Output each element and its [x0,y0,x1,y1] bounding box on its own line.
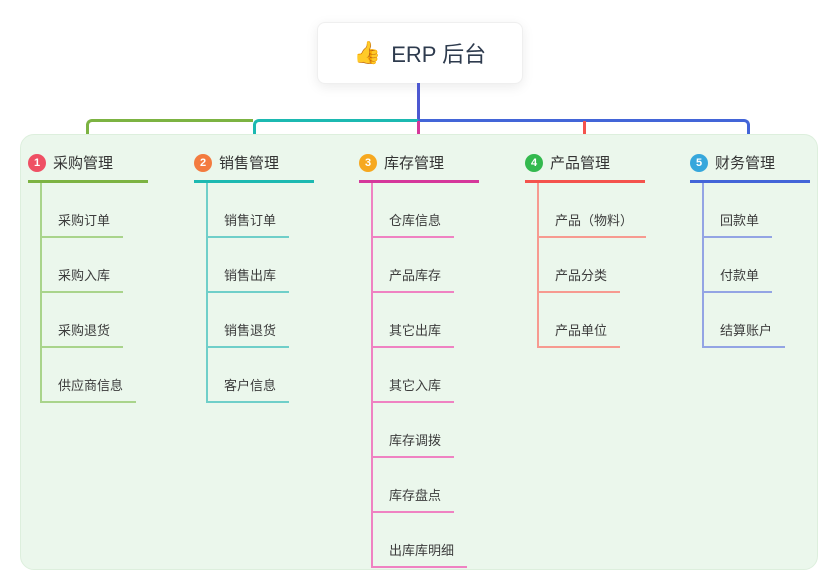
leaf-node[interactable]: 采购入库 [40,238,158,293]
priority-badge: 5 [690,153,708,172]
leaf-label: 库存调拨 [371,430,455,458]
leaf-node[interactable]: 回款单 [702,183,820,238]
branch-children: 采购订单 采购入库 采购退货 供应商信息 [40,183,158,403]
branch-children: 产品（物料） 产品分类 产品单位 [537,183,655,348]
priority-badge: 1 [28,153,46,172]
leaf-node[interactable]: 销售订单 [206,183,324,238]
leaf-label: 产品（物料） [537,210,647,238]
leaf-node[interactable]: 产品分类 [537,238,655,293]
priority-badge: 3 [359,153,377,172]
branch-title: 财务管理 [715,155,776,172]
leaf-node[interactable]: 采购订单 [40,183,158,238]
group-panel [20,134,818,570]
root-node[interactable]: 👍 ERP 后台 [317,22,523,84]
branch-children: 回款单 付款单 结算账户 [702,183,820,348]
leaf-label: 其它出库 [371,320,455,348]
leaf-node[interactable]: 产品库存 [371,238,489,293]
leaf-node[interactable]: 付款单 [702,238,820,293]
root-title: ERP 后台 [391,42,487,67]
leaf-node[interactable]: 库存盘点 [371,458,489,513]
leaf-node[interactable]: 供应商信息 [40,348,158,403]
priority-badge: 4 [525,153,543,172]
leaf-label: 产品分类 [537,265,621,293]
branch-header-purchase[interactable]: 1 采购管理 [28,152,148,183]
leaf-label: 供应商信息 [40,375,137,403]
branch-children: 仓库信息 产品库存 其它出库 其它入库 库存调拨 库存盘点 出库库明细 [371,183,489,568]
leaf-node[interactable]: 产品单位 [537,293,655,348]
leaf-label: 客户信息 [206,375,290,403]
branch-purchase: 1 采购管理 采购订单 采购入库 采购退货 供应商信息 [28,152,158,403]
leaf-label: 回款单 [702,210,773,238]
leaf-node[interactable]: 销售退货 [206,293,324,348]
connector-root-drop [417,83,420,120]
leaf-label: 出库库明细 [371,540,468,568]
leaf-label: 产品单位 [537,320,621,348]
thumbs-up-icon: 👍 [353,40,382,65]
leaf-node[interactable]: 销售出库 [206,238,324,293]
branch-title: 销售管理 [219,155,280,172]
branch-finance: 5 财务管理 回款单 付款单 结算账户 [690,152,820,348]
branch-header-product[interactable]: 4 产品管理 [525,152,645,183]
leaf-node[interactable]: 库存调拨 [371,403,489,458]
branch-title: 采购管理 [53,155,114,172]
leaf-label: 销售退货 [206,320,290,348]
leaf-label: 销售出库 [206,265,290,293]
leaf-node[interactable]: 仓库信息 [371,183,489,238]
leaf-label: 采购退货 [40,320,124,348]
leaf-node[interactable]: 其它出库 [371,293,489,348]
leaf-label: 采购订单 [40,210,124,238]
leaf-label: 其它入库 [371,375,455,403]
branch-inventory: 3 库存管理 仓库信息 产品库存 其它出库 其它入库 库存调拨 库存盘点 出库库… [359,152,489,568]
leaf-label: 付款单 [702,265,773,293]
branch-children: 销售订单 销售出库 销售退货 客户信息 [206,183,324,403]
leaf-label: 仓库信息 [371,210,455,238]
leaf-node[interactable]: 采购退货 [40,293,158,348]
branch-title: 产品管理 [550,155,611,172]
leaf-node[interactable]: 结算账户 [702,293,820,348]
branch-header-finance[interactable]: 5 财务管理 [690,152,810,183]
leaf-node[interactable]: 产品（物料） [537,183,655,238]
leaf-label: 结算账户 [702,320,786,348]
branch-header-sales[interactable]: 2 销售管理 [194,152,314,183]
leaf-label: 产品库存 [371,265,455,293]
leaf-label: 销售订单 [206,210,290,238]
leaf-label: 库存盘点 [371,485,455,513]
branch-title: 库存管理 [384,155,445,172]
branch-product: 4 产品管理 产品（物料） 产品分类 产品单位 [525,152,655,348]
leaf-node[interactable]: 其它入库 [371,348,489,403]
leaf-node[interactable]: 出库库明细 [371,513,489,568]
leaf-node[interactable]: 客户信息 [206,348,324,403]
priority-badge: 2 [194,153,212,172]
branch-header-inventory[interactable]: 3 库存管理 [359,152,479,183]
leaf-label: 采购入库 [40,265,124,293]
branch-sales: 2 销售管理 销售订单 销售出库 销售退货 客户信息 [194,152,324,403]
